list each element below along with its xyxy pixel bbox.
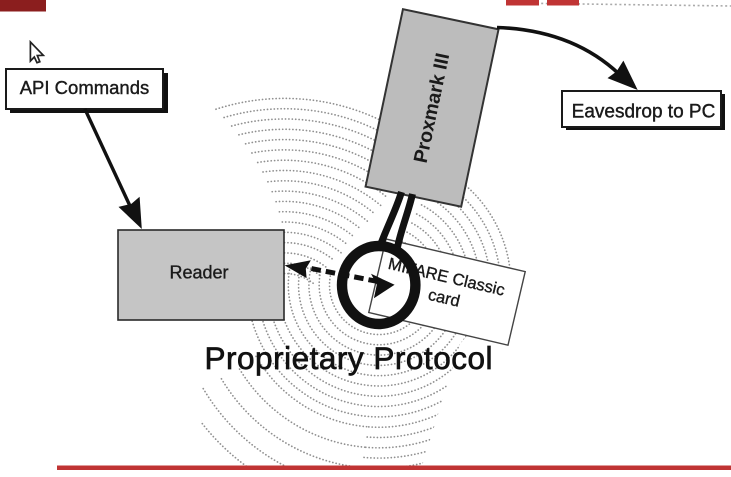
svg-text:Proprietary Protocol: Proprietary Protocol [205,340,493,376]
svg-text:API Commands: API Commands [20,77,150,98]
svg-text:Eavesdrop to PC: Eavesdrop to PC [572,102,716,123]
svg-text:Reader: Reader [169,263,228,283]
